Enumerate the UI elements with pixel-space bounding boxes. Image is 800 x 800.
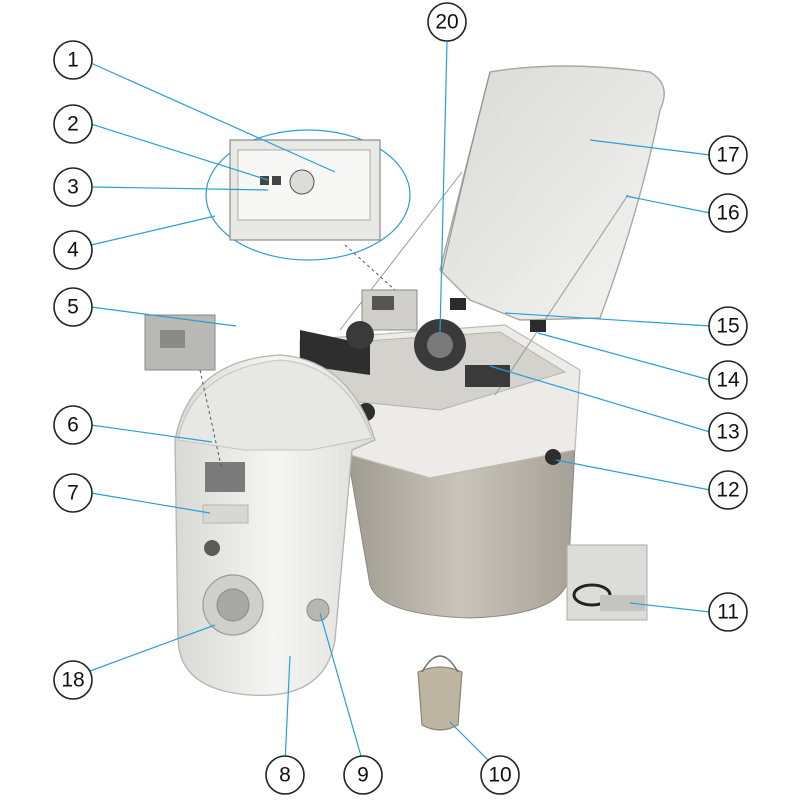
callout-5: 5 xyxy=(53,287,93,327)
tank-body xyxy=(344,439,576,619)
inset-dashed-link xyxy=(344,244,396,291)
skimmer-top-cover xyxy=(177,359,373,451)
callout-13: 13 xyxy=(708,412,748,452)
callout-14-label: 14 xyxy=(716,369,740,392)
skimmer-flap xyxy=(202,504,249,524)
lid-hinge-right xyxy=(530,320,546,332)
lid-hinge-left xyxy=(450,298,466,310)
side-fitting xyxy=(306,598,330,622)
callout-16: 16 xyxy=(708,193,748,233)
callout-7-label: 7 xyxy=(67,482,79,505)
filter-basket-handle xyxy=(421,655,459,673)
hinged-lid xyxy=(439,65,665,321)
pump-motor xyxy=(346,321,374,349)
inset-switch-a xyxy=(260,176,269,185)
callout-1: 1 xyxy=(53,40,93,80)
leader-lines xyxy=(83,41,711,766)
callout-11: 11 xyxy=(708,592,748,632)
callout-6-label: 6 xyxy=(67,414,79,437)
callout-15: 15 xyxy=(708,306,748,346)
callout-7: 7 xyxy=(53,473,93,513)
multiport-valve-cap xyxy=(427,332,453,358)
inset-light-dashed-link xyxy=(199,369,223,471)
lid-cable-2 xyxy=(494,194,629,396)
callout-5-label: 5 xyxy=(67,296,79,319)
callout-12: 12 xyxy=(708,470,748,510)
callout-17-label: 17 xyxy=(716,144,739,167)
callout-10: 10 xyxy=(480,755,520,795)
callout-13-label: 13 xyxy=(716,421,739,444)
callout-6: 6 xyxy=(53,405,93,445)
inset-seal-pipe xyxy=(600,595,645,611)
lid-cable xyxy=(339,171,463,331)
callout-2: 2 xyxy=(53,104,93,144)
skimmer-window xyxy=(205,462,245,492)
callout-10-label: 10 xyxy=(488,764,511,787)
callout-3: 3 xyxy=(53,167,93,207)
control-dial xyxy=(372,296,394,310)
callout-8-label: 8 xyxy=(279,764,291,787)
callout-9: 9 xyxy=(343,755,383,795)
skimmer-badge xyxy=(204,540,220,556)
callout-1-label: 1 xyxy=(67,49,79,72)
callout-9-label: 9 xyxy=(357,764,369,787)
jet-nozzle xyxy=(216,588,250,622)
filter-basket xyxy=(417,666,463,731)
callout-14: 14 xyxy=(708,360,748,400)
callout-4-label: 4 xyxy=(67,239,79,262)
return-pipe xyxy=(465,365,510,387)
callout-8: 8 xyxy=(265,755,305,795)
callout-16-label: 16 xyxy=(716,202,739,225)
inset-ellipse xyxy=(205,129,411,261)
callout-15-label: 15 xyxy=(716,315,739,338)
callout-20-label: 20 xyxy=(435,11,458,34)
inset-timer-dial xyxy=(289,169,315,195)
callout-4: 4 xyxy=(53,230,93,270)
callout-3-label: 3 xyxy=(67,176,79,199)
inset-light-socket xyxy=(160,330,185,348)
callout-17: 17 xyxy=(708,135,748,175)
callout-11-label: 11 xyxy=(717,601,739,624)
callout-18: 18 xyxy=(53,660,93,700)
callout-20: 20 xyxy=(427,2,467,42)
tank-fitting-right xyxy=(545,449,561,465)
lid-edge xyxy=(441,71,491,273)
inset-switch-b xyxy=(272,176,281,185)
callout-18-label: 18 xyxy=(61,669,84,692)
callout-12-label: 12 xyxy=(716,479,739,502)
callout-2-label: 2 xyxy=(67,113,79,136)
